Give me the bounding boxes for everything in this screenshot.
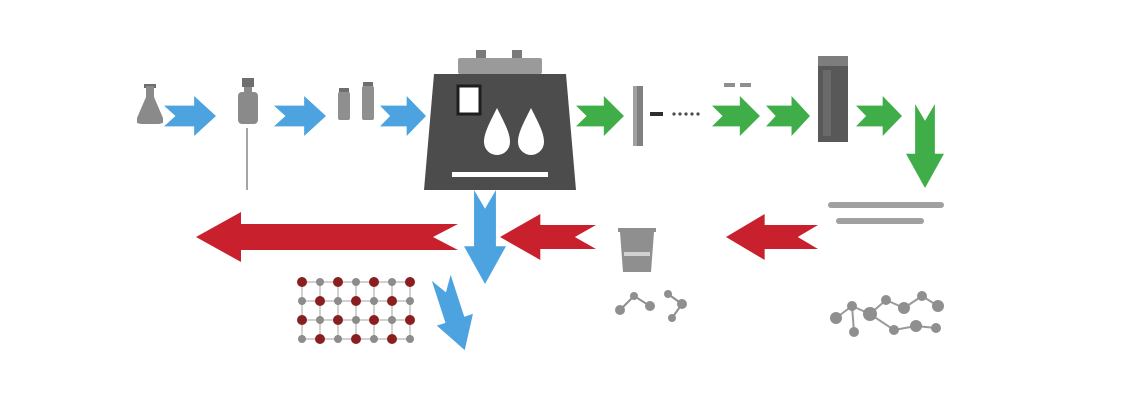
molecule-small-icon bbox=[615, 290, 687, 322]
red-arrow-3 bbox=[196, 212, 458, 262]
dash-dot-mark bbox=[650, 112, 700, 116]
beaker-icon bbox=[618, 228, 656, 272]
molecule-cluster-icon bbox=[830, 291, 944, 337]
blue-arrow-3 bbox=[380, 96, 426, 136]
blue-arrow-1 bbox=[164, 96, 216, 136]
green-arrow-3 bbox=[766, 96, 810, 136]
flask-icon bbox=[137, 84, 163, 124]
green-arrow-down bbox=[906, 104, 944, 188]
cuvette-icon bbox=[818, 56, 848, 142]
dropper-bottle-icon bbox=[238, 78, 258, 124]
red-arrow-1 bbox=[726, 214, 818, 260]
blue-arrow-down-2 bbox=[431, 274, 473, 351]
blue-arrow-2 bbox=[274, 96, 326, 136]
blue-arrow-down-1 bbox=[464, 190, 506, 284]
annotation-marks bbox=[828, 202, 944, 224]
green-arrow-1 bbox=[576, 96, 624, 136]
red-arrow-2 bbox=[500, 214, 596, 260]
green-arrow-4 bbox=[856, 96, 902, 136]
double-dash-mark bbox=[724, 83, 751, 87]
substrate-icon bbox=[633, 86, 643, 146]
furnace-icon bbox=[424, 50, 576, 190]
stem-line bbox=[246, 128, 248, 190]
crystal-lattice-icon bbox=[297, 277, 415, 344]
green-arrow-2 bbox=[712, 96, 760, 136]
vial-pair-icon bbox=[338, 82, 374, 120]
